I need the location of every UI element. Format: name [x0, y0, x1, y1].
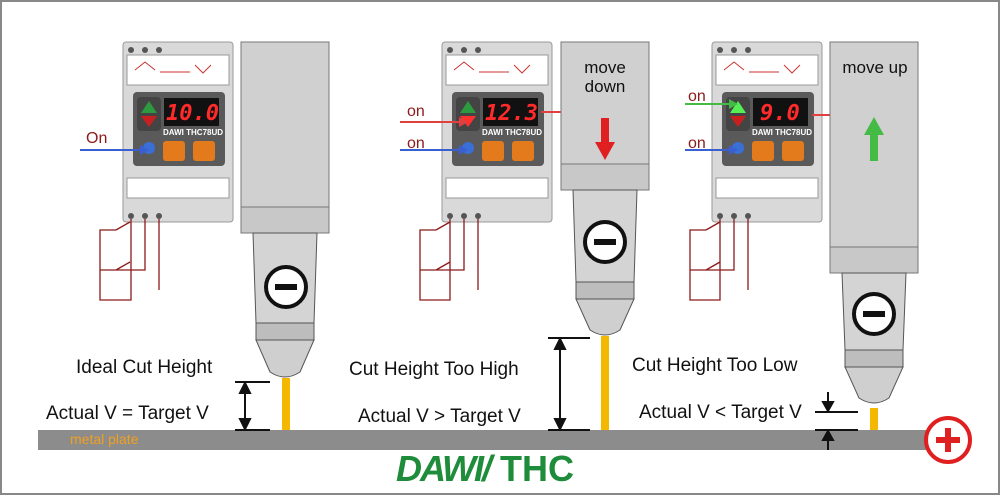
move-up-text: move up	[842, 58, 908, 77]
display-readout-2: 12.3	[485, 101, 538, 126]
arc-2	[601, 336, 609, 430]
switch-wiring-2	[419, 219, 479, 301]
controller-2	[441, 41, 553, 223]
height-dimension-2	[548, 336, 590, 432]
on-label-2b: on	[407, 135, 425, 152]
plus-circle-icon	[924, 416, 972, 464]
arc-1	[282, 378, 290, 430]
switch-wiring-1	[99, 219, 160, 301]
controller-3	[711, 41, 823, 223]
scene-label-too-high: Cut Height Too High	[349, 359, 519, 380]
display-readout-3: 9.0	[760, 101, 800, 126]
switch-wiring-3	[689, 219, 749, 301]
on-label-2a: on	[407, 103, 425, 120]
height-dimension-3	[815, 392, 858, 450]
move-down-text: move down	[584, 58, 626, 96]
controller-model-1: DAWI THC78UD	[163, 128, 224, 137]
scene-condition-too-low: Actual V < Target V	[639, 402, 802, 423]
metal-plate	[38, 430, 960, 450]
minus-circle-icon	[852, 292, 896, 336]
up-key[interactable]	[193, 141, 215, 161]
scene-condition-ideal: Actual V = Target V	[46, 403, 209, 424]
dawi-thc-logo: DAWI/THC	[396, 448, 574, 490]
logo-slash: /	[482, 448, 493, 489]
down-key[interactable]	[163, 141, 185, 161]
height-dimension-1	[235, 380, 270, 432]
up-down-arrow-icon	[137, 97, 161, 131]
up-arrow-icon	[864, 117, 884, 161]
controller-model-3: DAWI THC78UD	[752, 128, 813, 137]
scene-too-high	[400, 41, 650, 432]
controller-model-2: DAWI THC78UD	[482, 128, 543, 137]
controller-1	[122, 41, 234, 223]
on-label-3a: on	[688, 88, 706, 105]
scene-label-too-low: Cut Height Too Low	[632, 355, 798, 376]
arc-3	[870, 408, 878, 430]
scene-condition-too-high: Actual V > Target V	[358, 406, 521, 427]
minus-circle-icon	[264, 265, 308, 309]
on-label-3b: on	[688, 135, 706, 152]
logo-thc: THC	[500, 448, 575, 489]
scene-too-low	[685, 41, 919, 450]
scene-ideal	[80, 41, 330, 432]
on-label-1: On	[86, 130, 108, 147]
minus-circle-icon	[583, 220, 627, 264]
logo-dawi: DAWI	[396, 448, 484, 489]
scene-label-ideal: Ideal Cut Height	[76, 357, 213, 378]
metal-plate-label: metal plate	[70, 431, 139, 447]
display-readout-1: 10.0	[166, 101, 219, 126]
down-arrow-icon	[595, 118, 615, 160]
torch-body-1	[240, 41, 330, 208]
